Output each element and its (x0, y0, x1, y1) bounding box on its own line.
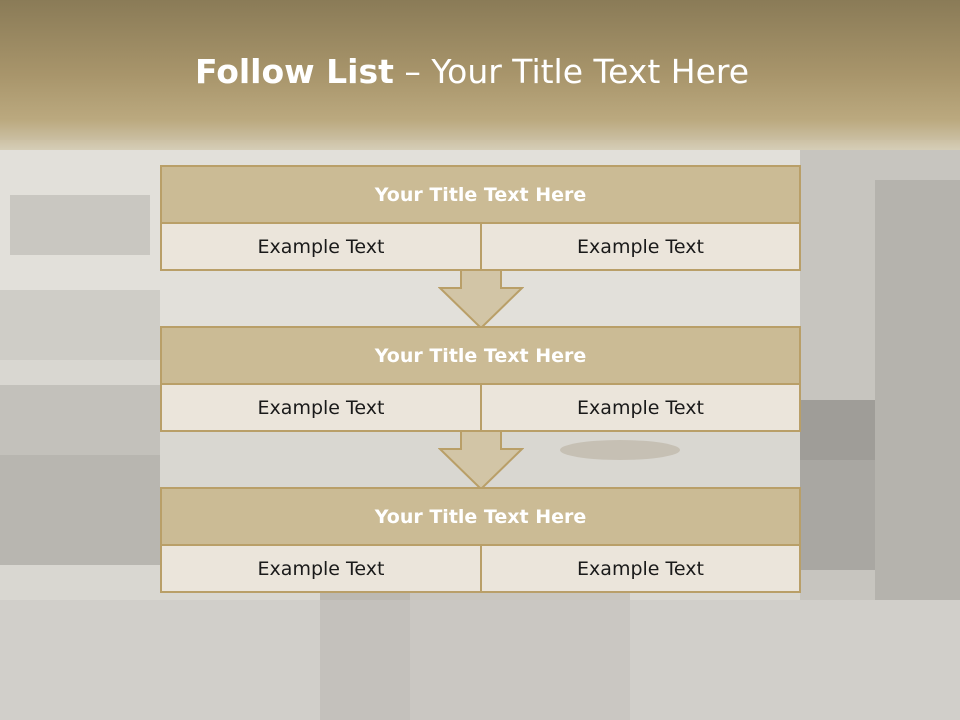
step-title: Your Title Text Here (162, 328, 799, 385)
down-arrow-icon (438, 431, 524, 491)
step-right-text: Example Text (577, 557, 704, 580)
step-left-text: Example Text (162, 385, 482, 430)
slide-title-rest: – Your Title Text Here (393, 52, 750, 91)
step-right-text: Example Text (577, 235, 704, 258)
slide-title: Follow List – Your Title Text Here (0, 52, 944, 91)
down-arrow-icon (438, 270, 524, 330)
step-title: Your Title Text Here (162, 489, 799, 546)
step-block-2: Your Title Text Here Example Text Exampl… (160, 326, 801, 432)
step-left-text: Example Text (162, 546, 482, 591)
slide-title-bold: Follow List (194, 52, 394, 91)
step-block-1: Your Title Text Here Example Text Exampl… (160, 165, 801, 271)
step-block-3: Your Title Text Here Example Text Exampl… (160, 487, 801, 593)
title-bar (0, 0, 960, 150)
step-left-text: Example Text (162, 224, 482, 269)
step-title: Your Title Text Here (162, 167, 799, 224)
step-right-text: Example Text (577, 396, 704, 419)
